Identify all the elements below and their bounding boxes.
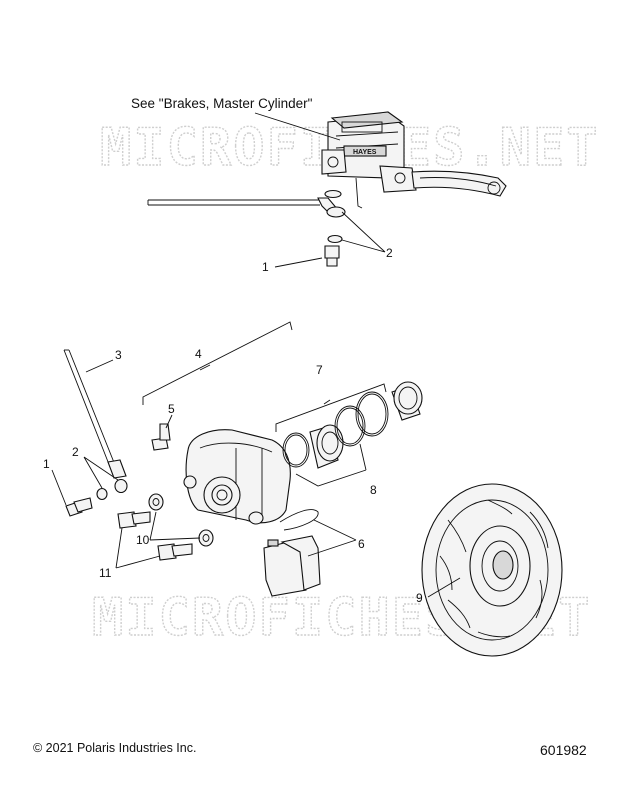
mounting-bolts	[117, 511, 193, 561]
callout-7: 7	[316, 363, 323, 377]
lower-brake-line	[63, 349, 127, 479]
callout-11: 11	[99, 566, 112, 580]
bracket-4	[142, 321, 293, 405]
upper-brake-line	[147, 197, 339, 217]
lower-banjo-washers	[65, 478, 128, 517]
callout-8: 8	[370, 483, 377, 497]
callout-9: 9	[416, 591, 423, 605]
piston-and-seals	[282, 381, 423, 469]
bracket-7	[275, 383, 387, 432]
upper-banjo-fittings	[324, 189, 346, 267]
brake-rotor	[421, 483, 563, 657]
callout-3: 3	[115, 348, 122, 362]
bleeder-valve	[151, 423, 171, 451]
reference-note: See "Brakes, Master Cylinder"	[131, 96, 313, 111]
master-cylinder-brand: HAYES	[353, 149, 377, 156]
callout-4: 4	[195, 347, 202, 361]
callout-5: 5	[168, 402, 175, 416]
callout-1-lower: 1	[43, 457, 50, 471]
diagram-number: 601982	[540, 742, 587, 758]
master-cylinder: HAYES	[321, 111, 507, 209]
callout-2-lower: 2	[72, 445, 79, 459]
reference-leader	[254, 112, 341, 141]
callout-10: 10	[136, 533, 150, 547]
copyright-notice: © 2021 Polaris Industries Inc.	[33, 741, 197, 755]
callout-2-upper: 2	[386, 246, 393, 260]
callout-1-upper: 1	[262, 260, 269, 274]
callout-6: 6	[358, 537, 365, 551]
brake-pads	[263, 509, 321, 597]
brake-caliper	[183, 429, 291, 525]
